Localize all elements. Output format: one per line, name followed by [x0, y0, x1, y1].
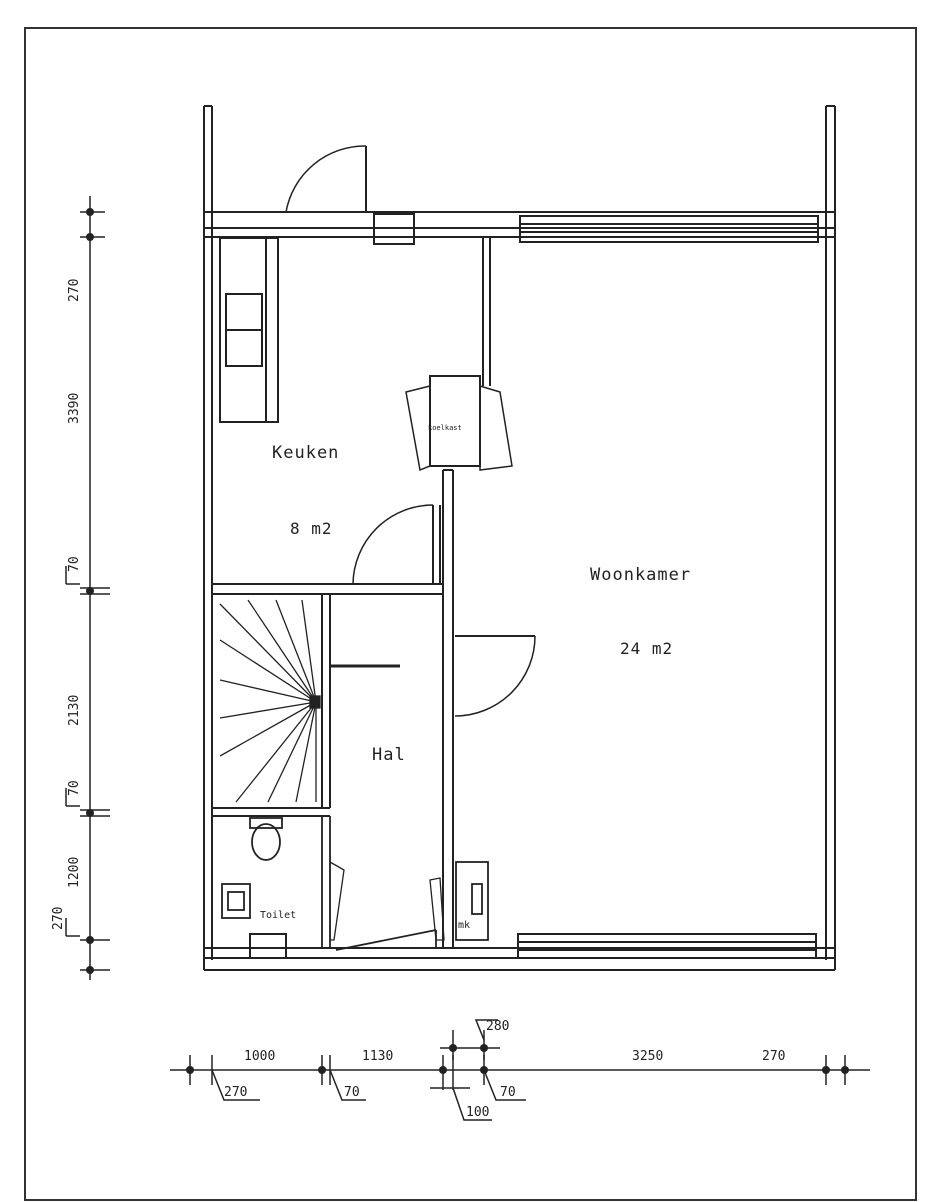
window-top-living: [519, 215, 819, 243]
window-bottom-living: [517, 933, 817, 959]
front-door-swing: [285, 145, 367, 213]
dim-h-270-left: 270: [224, 1085, 247, 1100]
dim-v-3390: 3390: [67, 393, 82, 424]
dim-h-70-b: 70: [500, 1085, 516, 1100]
kitchen-door-swing: [352, 504, 434, 585]
dim-h-100: 100: [466, 1105, 489, 1120]
dim-v-70-b: 70: [67, 780, 82, 796]
living-door-swing: [454, 635, 536, 717]
dim-h-270-right: 270: [762, 1049, 785, 1064]
window-bottom-toilet: [249, 933, 287, 959]
kitchen-counter: [219, 237, 279, 423]
room-label-toilet: Toilet: [260, 910, 296, 921]
dim-h-3250: 3250: [632, 1049, 663, 1064]
fridge: [429, 375, 481, 467]
dim-h-1000: 1000: [244, 1049, 275, 1064]
room-area-woonkamer: 24 m2: [620, 639, 673, 658]
room-label-keuken: Keuken: [272, 443, 339, 463]
dim-h-280: 280: [486, 1019, 509, 1034]
meter-cupboard: [455, 861, 489, 941]
dim-v-270-top: 270: [67, 279, 82, 302]
meter-label: mk: [458, 920, 470, 931]
staircase: [219, 599, 400, 803]
dim-v-2130: 2130: [67, 695, 82, 726]
dim-v-70-a: 70: [67, 556, 82, 572]
dim-v-1200: 1200: [67, 857, 82, 888]
dim-v-270-bottom: 270: [51, 907, 66, 930]
front-door-bottom: [335, 929, 437, 951]
sheet-border: [24, 27, 917, 1201]
room-area-keuken: 8 m2: [290, 519, 333, 538]
washbasin: [221, 883, 251, 919]
room-label-hal: Hal: [372, 745, 406, 765]
dim-h-1130: 1130: [362, 1049, 393, 1064]
toilet-bowl: [251, 823, 281, 861]
room-label-woonkamer: Woonkamer: [590, 565, 691, 585]
window-top-kitchen: [373, 213, 415, 245]
dim-h-70-a: 70: [344, 1085, 360, 1100]
fridge-label: koelkast: [428, 424, 462, 432]
